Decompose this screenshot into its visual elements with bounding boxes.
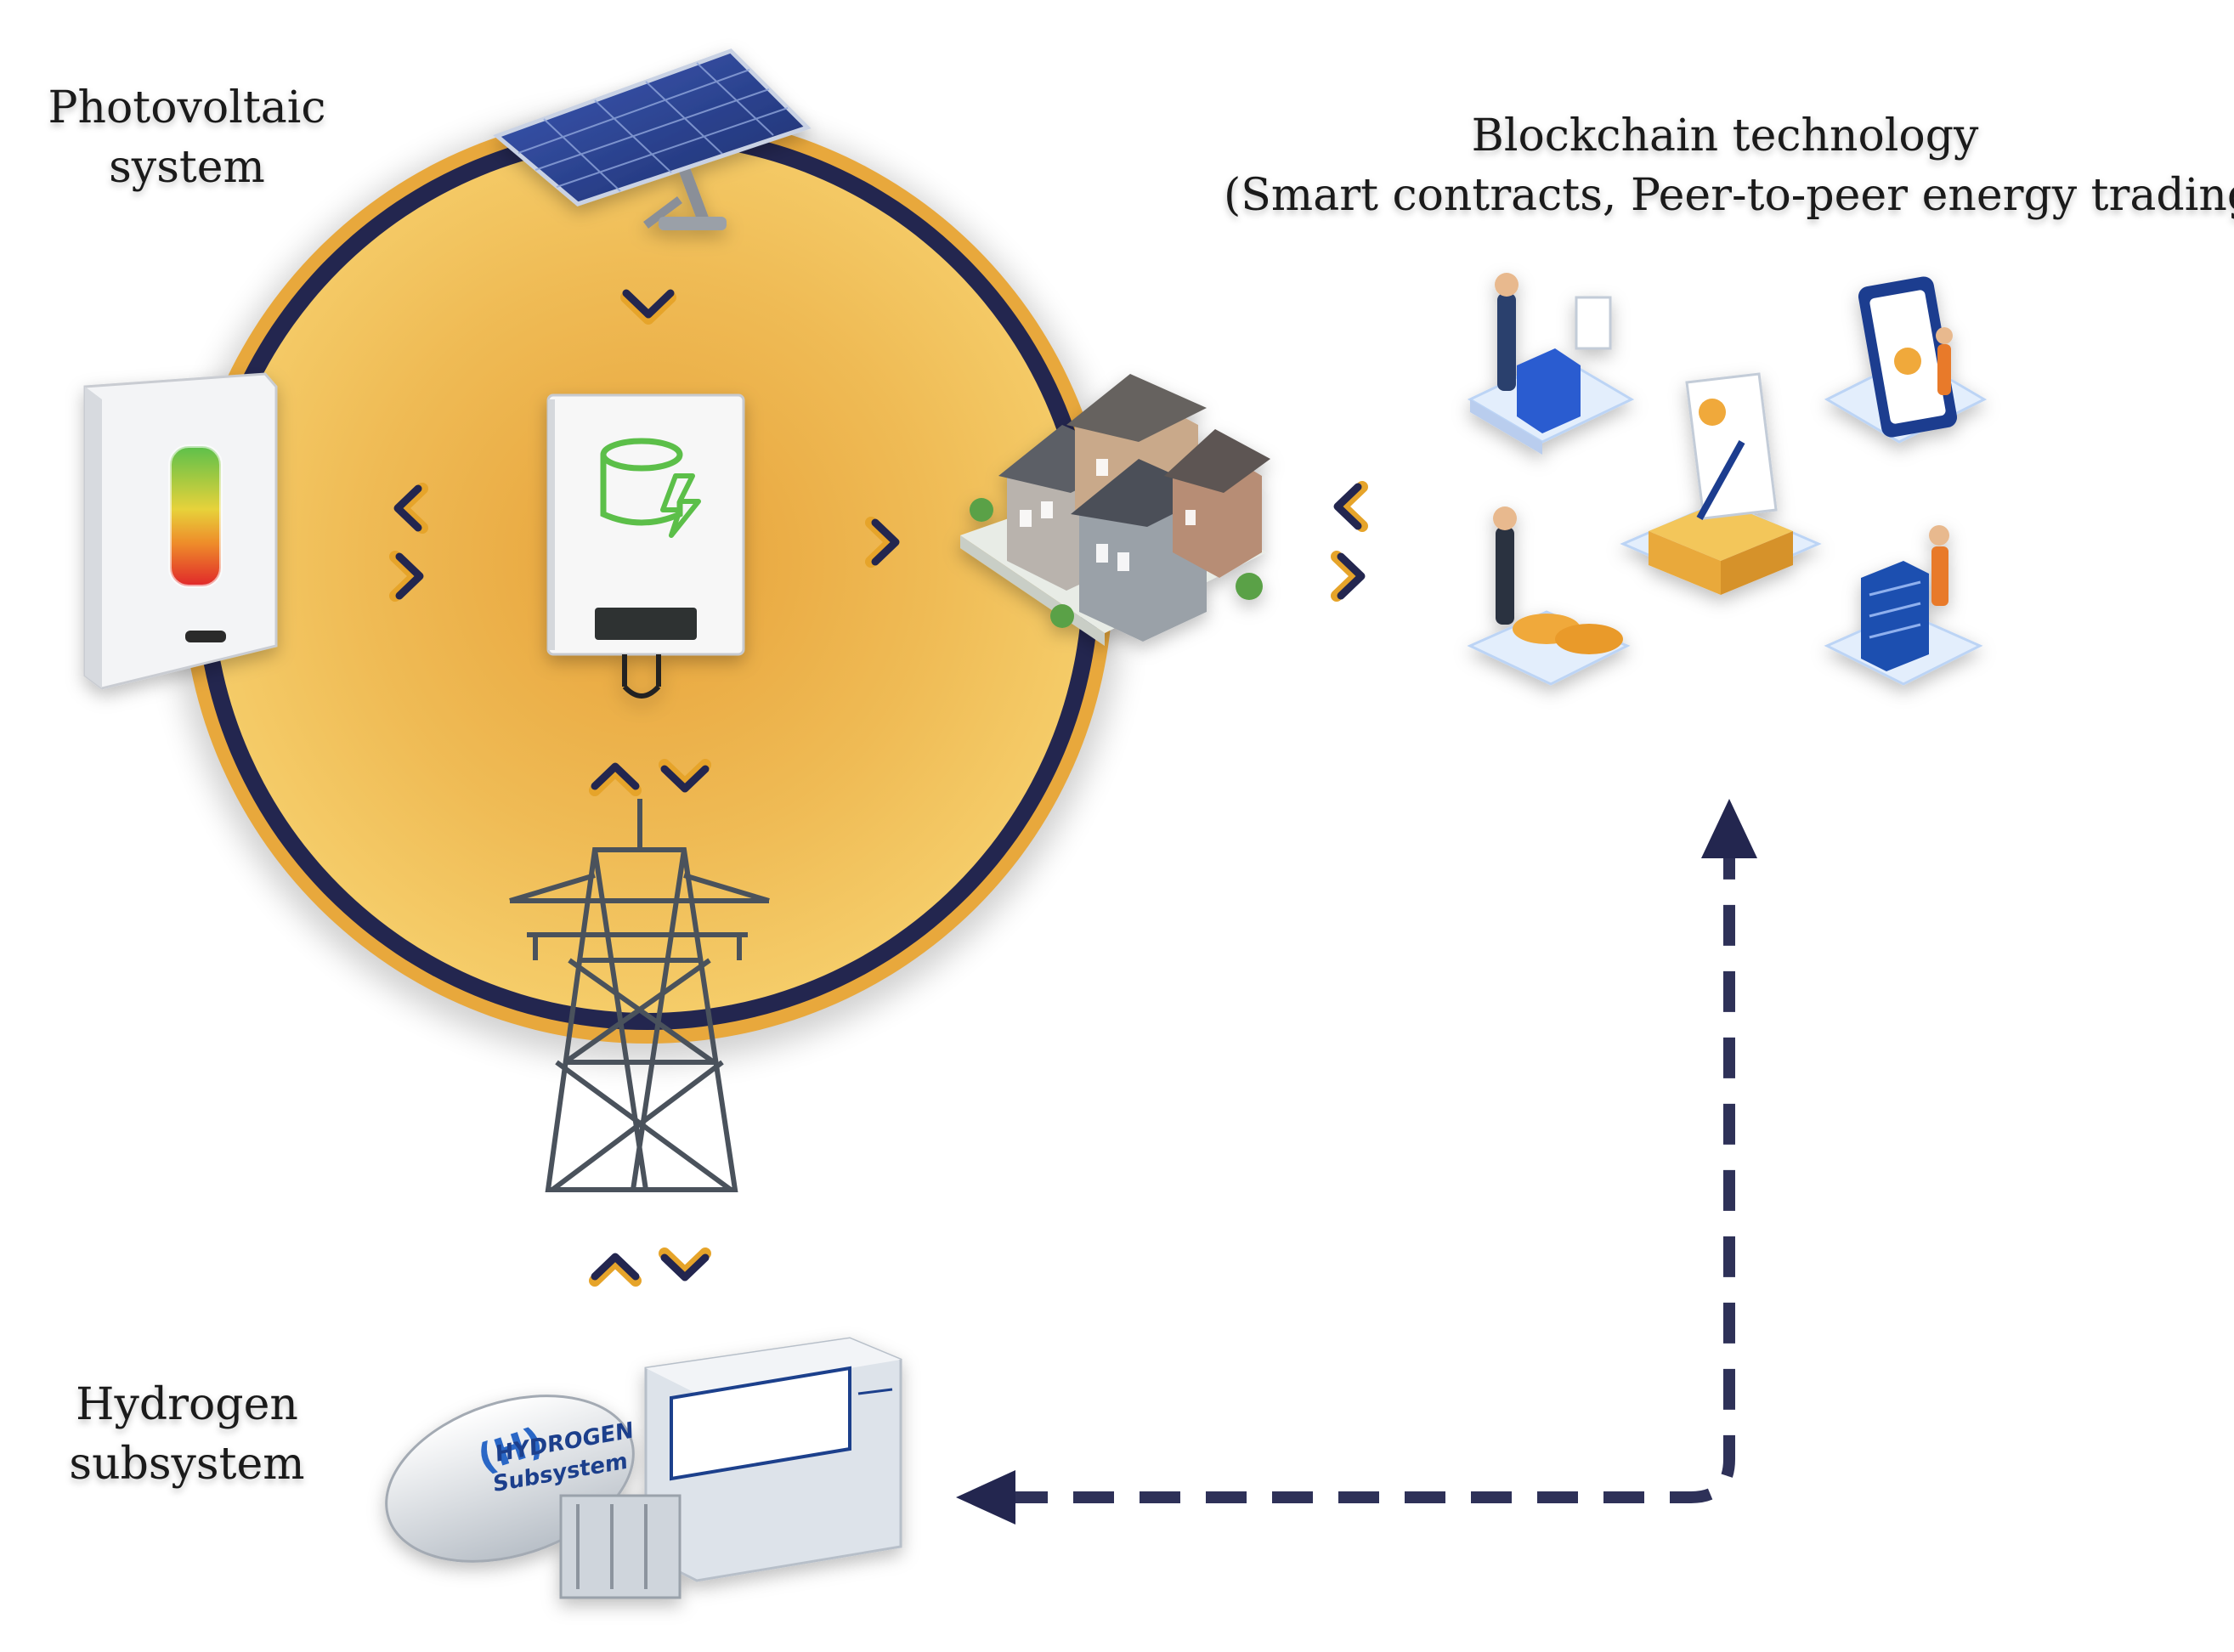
blockchain-label: Blockchain technology (Smart contracts, …: [1224, 106, 2234, 225]
chevron-up-icon: [589, 762, 642, 796]
transmission-tower-icon: [509, 799, 770, 1192]
chevron-down-icon: [620, 289, 676, 325]
blockchain-illustration-icon: [1467, 273, 1988, 686]
arrowhead-left-icon: [956, 1470, 1015, 1525]
chevron-left-icon: [1333, 481, 1368, 532]
flow-arrows: [389, 289, 1368, 1287]
blockchain-label-line2: (Smart contracts, Peer-to-peer energy tr…: [1224, 170, 2234, 222]
photovoltaic-label-line1: Photovoltaic: [48, 82, 326, 133]
chevron-right-icon: [865, 517, 900, 568]
chevron-down-icon: [659, 759, 711, 793]
photovoltaic-label-line2: system: [109, 142, 265, 194]
chevron-up-icon: [589, 1253, 642, 1287]
houses-icon: [960, 374, 1270, 646]
photovoltaic-label: Photovoltaic system: [34, 78, 340, 197]
chevron-left-icon: [393, 483, 428, 534]
hydrogen-label-line1: Hydrogen: [76, 1379, 298, 1430]
hydrogen-label: Hydrogen subsystem: [34, 1375, 340, 1494]
hydrogen-plant-icon: [385, 1337, 902, 1599]
chevron-right-icon: [389, 551, 424, 602]
dashed-connector-arrow: [956, 799, 1757, 1525]
arrowhead-up-icon: [1701, 799, 1757, 858]
blockchain-label-line1: Blockchain technology: [1471, 110, 1979, 161]
solar-panel-icon: [493, 48, 812, 230]
inverter-icon: [546, 393, 745, 699]
chevron-down-icon: [659, 1247, 711, 1281]
chevron-right-icon: [1331, 551, 1366, 602]
battery-icon: [83, 372, 278, 690]
hydrogen-label-line2: subsystem: [69, 1439, 305, 1491]
